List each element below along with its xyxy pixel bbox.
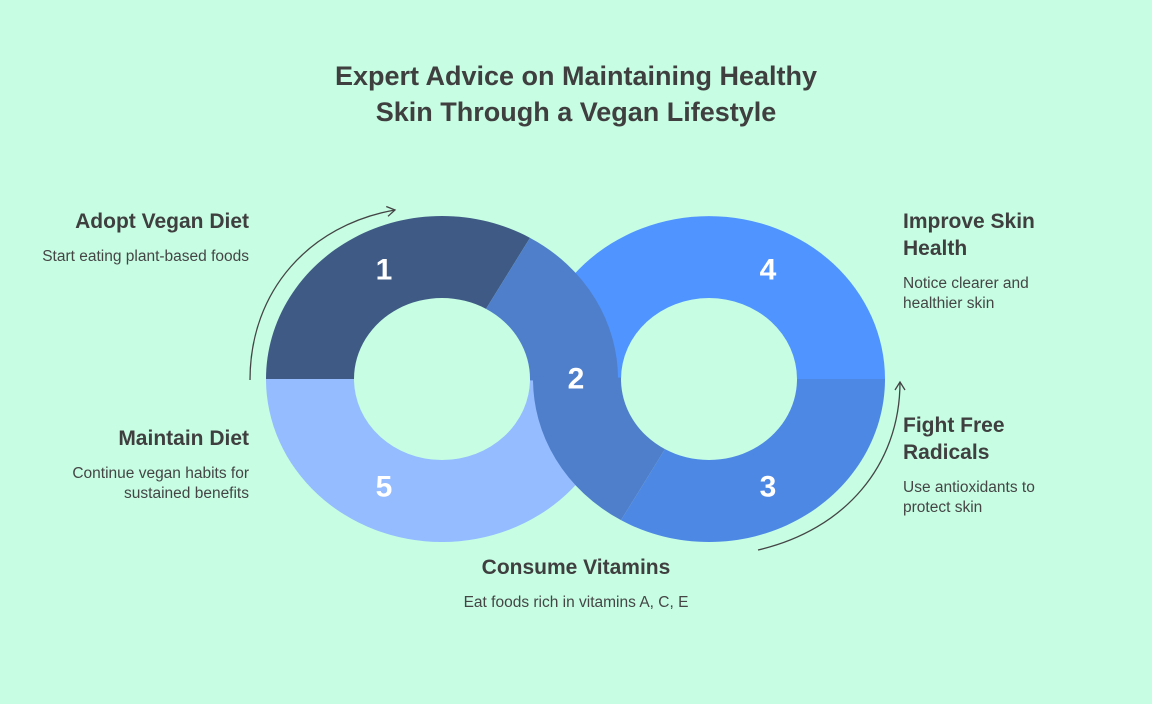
diagram-title: Expert Advice on Maintaining Healthy Ski…	[334, 61, 818, 127]
step-4-label: Improve Skin Health Notice clearer and h…	[903, 208, 1078, 314]
step-3-label: Fight Free Radicals Use antioxidants to …	[903, 412, 1078, 518]
step-5-title: Maintain Diet	[118, 427, 249, 450]
segment-1-adopt-vegan-diet	[266, 215, 530, 379]
step-4-title: Improve Skin Health	[903, 210, 1035, 260]
cycle-arrow-left-icon	[249, 205, 397, 381]
segment-3-fight-free-radicals	[621, 379, 885, 542]
segment-4-improve-skin-health	[533, 216, 885, 379]
step-1-title: Adopt Vegan Diet	[75, 210, 249, 233]
step-number-2: 2	[568, 363, 585, 396]
step-number-4: 4	[760, 254, 777, 287]
segment-5-maintain-diet	[266, 379, 618, 542]
step-3-title: Fight Free Radicals	[903, 414, 1005, 464]
step-1-label: Adopt Vegan Diet Start eating plant-base…	[20, 208, 249, 267]
step-2-title: Consume Vitamins	[481, 556, 671, 579]
step-2-description: Eat foods rich in vitamins A, C, E	[463, 594, 689, 611]
step-1-description: Start eating plant-based foods	[42, 248, 249, 265]
step-number-1: 1	[376, 254, 393, 287]
step-number-5: 5	[376, 471, 393, 504]
step-2-label: Consume Vitamins Eat foods rich in vitam…	[426, 554, 726, 613]
step-number-3: 3	[760, 471, 777, 504]
step-5-label: Maintain Diet Continue vegan habits for …	[20, 425, 249, 504]
cycle-arrow-right-icon	[757, 380, 906, 551]
step-5-description: Continue vegan habits for sustained bene…	[72, 465, 249, 502]
step-3-description: Use antioxidants to protect skin	[903, 479, 1035, 516]
segment-2-consume-vitamins-upper	[486, 237, 618, 382]
segment-2-consume-vitamins-lower	[533, 376, 665, 521]
step-4-description: Notice clearer and healthier skin	[903, 275, 1029, 312]
